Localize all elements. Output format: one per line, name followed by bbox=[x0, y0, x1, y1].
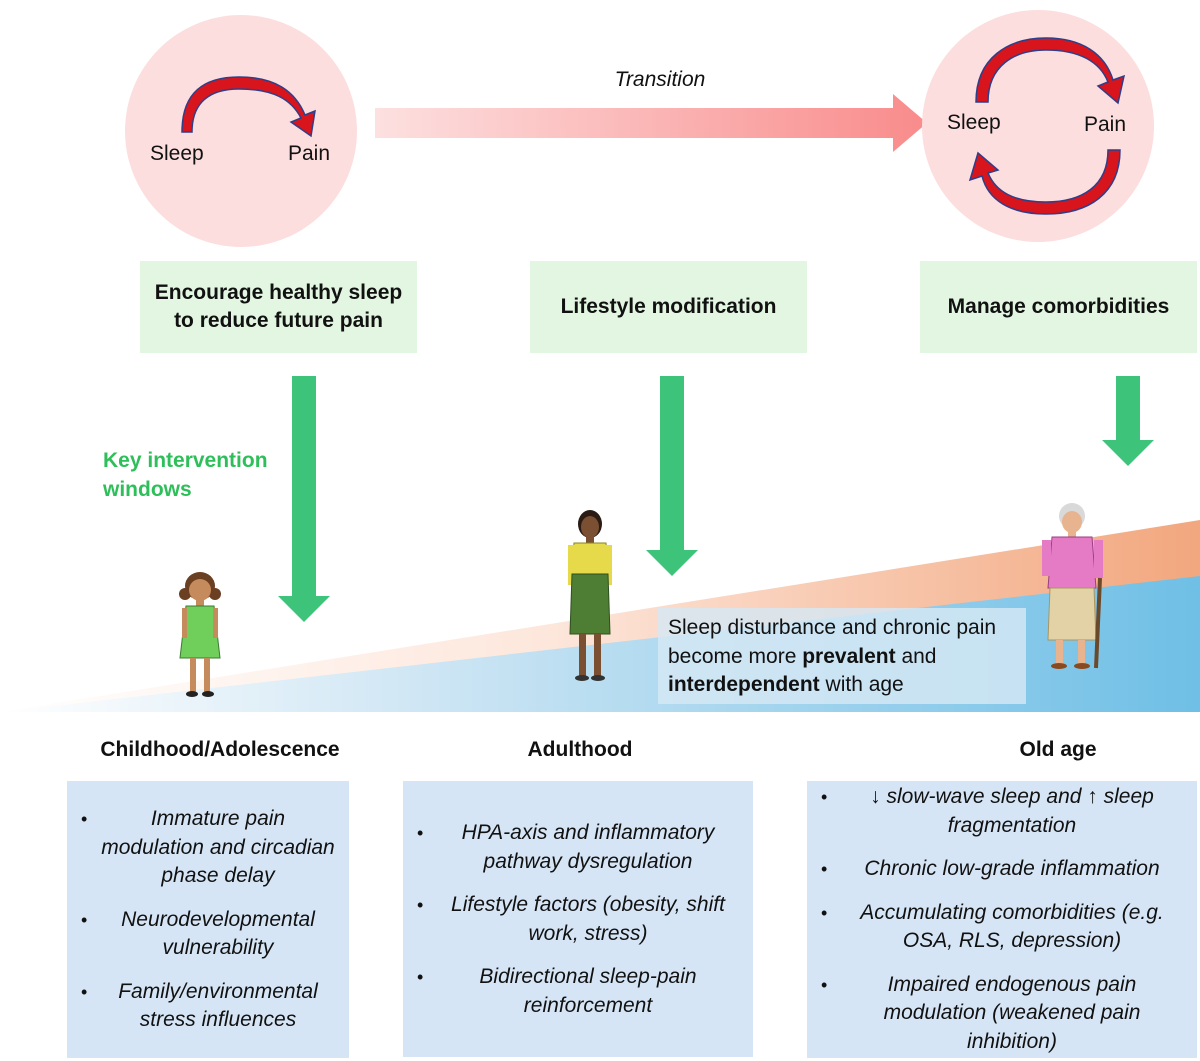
early-cycle-circle bbox=[125, 15, 357, 247]
list-item: •Chronic low-grade inflammation bbox=[821, 857, 1160, 880]
intervention-box-childhood: Encourage healthy sleep to reduce future… bbox=[140, 261, 417, 353]
list-item: •Lifestyle factors (obesity, shift work,… bbox=[417, 893, 725, 945]
stage-box-childhood: •Immature pain modulation and circadian … bbox=[67, 781, 349, 1058]
stage-title-old-age: Old age bbox=[1019, 738, 1097, 761]
transition-label: Transition bbox=[614, 68, 706, 91]
list-item: •Family/environmental stress influences bbox=[81, 979, 318, 1032]
bullet-text: Lifestyle factors (obesity, shift work, … bbox=[451, 893, 725, 945]
prevalence-bold-1: prevalent bbox=[802, 644, 896, 668]
sleep-to-pain-arrow bbox=[181, 76, 316, 138]
bullet-text: Impaired endogenous pain modulation (wea… bbox=[883, 972, 1141, 1053]
early-sleep-label: Sleep bbox=[150, 142, 204, 165]
list-item: •Immature pain modulation and circadian … bbox=[81, 807, 335, 887]
green-down-arrow-childhood bbox=[278, 376, 330, 622]
stage-box-old-age: •↓ slow-wave sleep and ↑ sleep fragmenta… bbox=[807, 781, 1197, 1058]
prevalence-bold-2: interdependent bbox=[668, 673, 820, 696]
adult-figure bbox=[568, 510, 612, 681]
green-down-arrow-adulthood bbox=[646, 376, 698, 576]
green-down-arrow-old-age bbox=[1102, 376, 1154, 466]
stage-box-adulthood: •HPA-axis and inflammatory pathway dysre… bbox=[403, 781, 753, 1057]
bullet-text: Family/environmental stress influences bbox=[118, 979, 318, 1032]
bullet-text: Immature pain modulation and circadian p… bbox=[101, 807, 335, 887]
list-item: •Neurodevelopmental vulnerability bbox=[81, 907, 315, 960]
elderly-figure bbox=[1042, 503, 1103, 669]
list-item: •HPA-axis and inflammatory pathway dysre… bbox=[417, 821, 715, 873]
bullet-text: ↓ slow-wave sleep and ↑ sleep fragmentat… bbox=[870, 785, 1154, 837]
intervention-text-old-age: Manage comorbidities bbox=[947, 295, 1170, 318]
late-sleep-label: Sleep bbox=[947, 111, 1001, 134]
transition-arrow bbox=[375, 94, 927, 152]
bullet-text: HPA-axis and inflammatory pathway dysreg… bbox=[461, 821, 715, 873]
prevalence-note: Sleep disturbance and chronic pain becom… bbox=[658, 608, 1026, 704]
bidirectional-cycle-arrows bbox=[968, 37, 1126, 215]
list-item: •Accumulating comorbidities (e.g. OSA, R… bbox=[821, 900, 1164, 953]
early-pain-label: Pain bbox=[288, 142, 331, 165]
intervention-text-adulthood: Lifestyle modification bbox=[560, 295, 777, 318]
prevalence-text-3: with age bbox=[819, 673, 904, 696]
child-figure bbox=[179, 572, 221, 697]
late-pain-label: Pain bbox=[1084, 113, 1127, 136]
intervention-text-childhood: Encourage healthy sleep to reduce future… bbox=[154, 281, 403, 332]
list-item: •Impaired endogenous pain modulation (we… bbox=[821, 972, 1141, 1053]
bullet-text: Chronic low-grade inflammation bbox=[864, 857, 1160, 880]
stage-title-childhood: Childhood/Adolescence bbox=[100, 738, 340, 761]
key-intervention-windows-label: Key intervention windows bbox=[103, 449, 268, 501]
intervention-box-old-age: Manage comorbidities bbox=[920, 261, 1197, 353]
bullet-text: Bidirectional sleep-pain reinforcement bbox=[479, 965, 697, 1017]
prevalence-text-2: and bbox=[895, 644, 937, 668]
list-item: •↓ slow-wave sleep and ↑ sleep fragmenta… bbox=[821, 785, 1154, 837]
stage-title-adulthood: Adulthood bbox=[527, 738, 633, 761]
bullet-text: Neurodevelopmental vulnerability bbox=[121, 907, 315, 960]
prevalence-text-1: Sleep disturbance and chronic pain becom… bbox=[668, 616, 997, 668]
list-item: •Bidirectional sleep-pain reinforcement bbox=[417, 965, 697, 1017]
bullet-text: Accumulating comorbidities (e.g. OSA, RL… bbox=[860, 900, 1164, 953]
intervention-box-adulthood: Lifestyle modification bbox=[530, 261, 807, 353]
